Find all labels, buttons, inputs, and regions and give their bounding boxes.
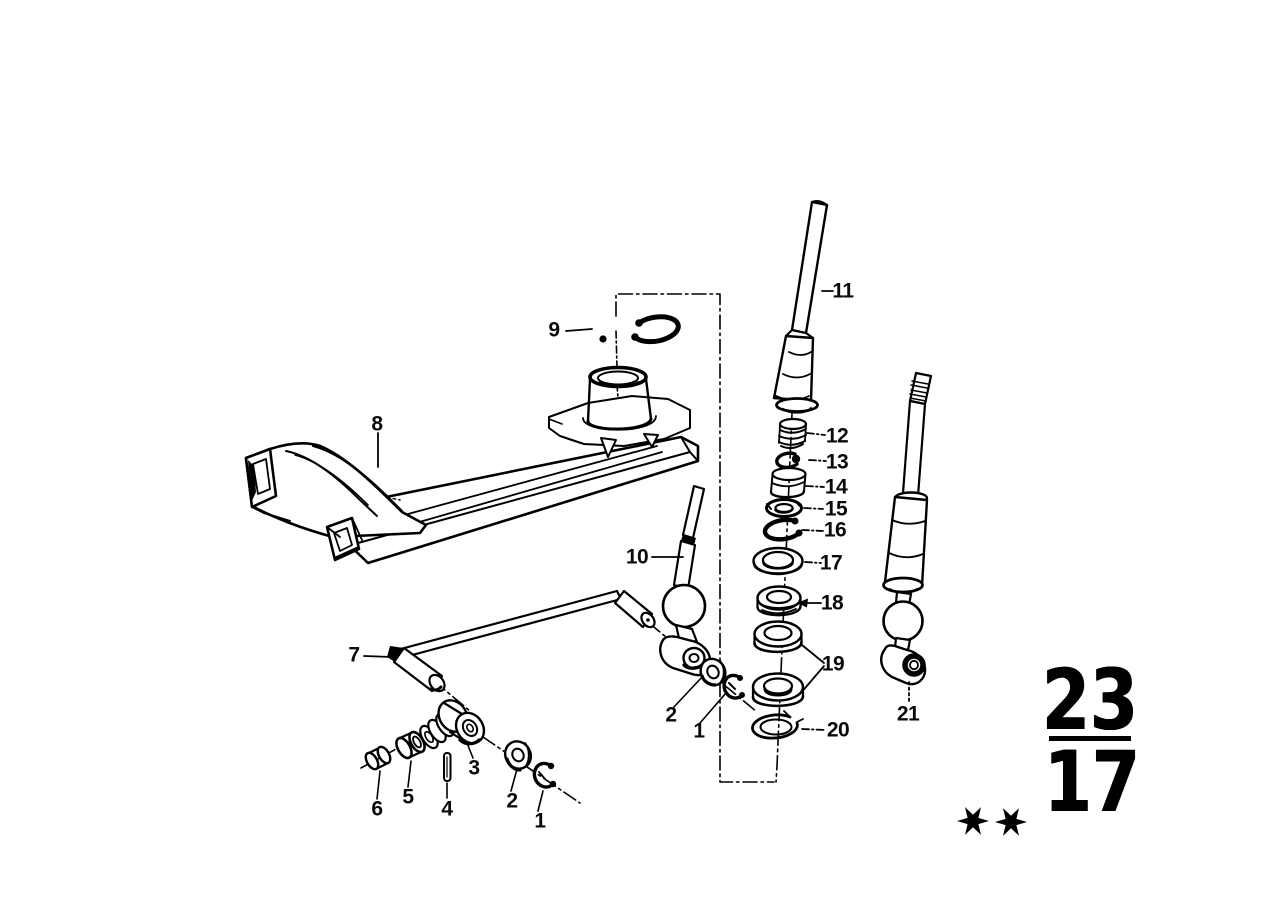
part-6-bushing (364, 745, 392, 771)
part-3-joint-bushing (419, 699, 486, 750)
part-callout-19: 19 (821, 652, 845, 676)
star-icon (995, 808, 1027, 836)
part-13-clip (775, 451, 801, 470)
part-callout-9: 9 (548, 318, 560, 342)
part-callout-1-lower: 1 (534, 809, 546, 833)
part-callout-8: 8 (371, 412, 383, 436)
part-21-gearshift-lever (880, 371, 933, 686)
part-callout-16: 16 (823, 518, 847, 542)
part-callout-6: 6 (371, 797, 383, 821)
part-9-circlip (599, 314, 681, 345)
part-callout-11: 11 (832, 279, 854, 303)
part-callout-2-lower: 2 (506, 789, 518, 813)
part-19-ring-upper (753, 620, 803, 654)
part-1-clip-mid (722, 673, 745, 700)
part-callout-1-mid: 1 (693, 719, 705, 743)
part-callout-10: 10 (625, 545, 649, 569)
part-14-bushing (769, 466, 807, 499)
part-callout-18: 18 (820, 591, 844, 615)
bracket-collar (582, 365, 657, 431)
part-callout-21: 21 (896, 702, 920, 726)
part-callout-2-mid: 2 (665, 703, 677, 727)
part-7-selector-rod (387, 589, 656, 693)
part-2-washer-lower (503, 740, 533, 772)
part-callout-3: 3 (468, 756, 480, 780)
part-callout-20: 20 (826, 718, 850, 742)
part-8-crossmember-bracket (244, 365, 700, 565)
part-10-shift-rod (659, 484, 712, 677)
footer-stars (957, 807, 1027, 836)
part-4-pin (443, 752, 452, 782)
part-12-bushing (778, 417, 808, 450)
leader-lines (363, 290, 910, 812)
part-callout-17: 17 (819, 551, 843, 575)
part-callout-12: 12 (825, 424, 849, 448)
part-1-clip-lower (532, 761, 557, 789)
part-20-snap-ring (751, 710, 804, 740)
part-callout-15: 15 (824, 497, 848, 521)
part-11-gearshift-lever-upper (772, 200, 829, 414)
part-5-bushing (395, 730, 426, 760)
part-16-circlip (762, 517, 803, 542)
part-callout-5: 5 (402, 785, 414, 809)
part-18-ribbed-ring (756, 585, 802, 617)
part-callout-4: 4 (441, 797, 453, 821)
section-code-numerator: 23 (1042, 651, 1138, 749)
part-callout-13: 13 (825, 450, 849, 474)
part-19-ring-lower (751, 672, 805, 708)
part-callout-14: 14 (824, 475, 848, 499)
section-code-fraction-bar (1049, 736, 1131, 741)
part-17-ring (752, 546, 804, 576)
part-callout-7: 7 (348, 643, 360, 667)
part-15-washer (765, 498, 803, 518)
star-icon (957, 807, 989, 835)
section-code-denominator: 17 (1044, 733, 1140, 831)
